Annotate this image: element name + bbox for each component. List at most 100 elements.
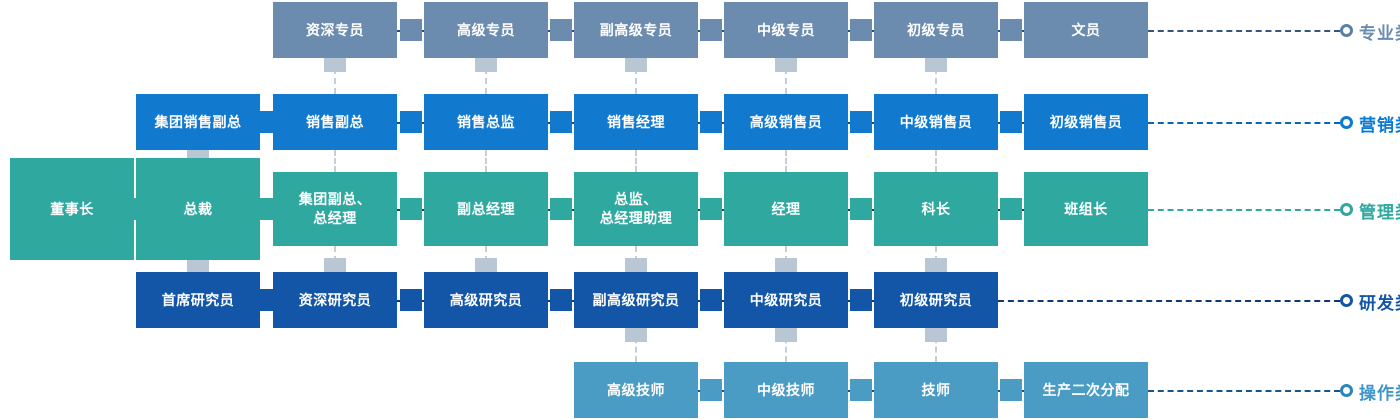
node-management-6[interactable]: 科长 <box>874 172 998 246</box>
link-square <box>1000 198 1022 220</box>
link-dash <box>397 122 400 124</box>
legend-connector-marketing <box>1148 122 1340 124</box>
link-square <box>550 19 572 41</box>
legend-dot-research <box>1340 293 1353 307</box>
node-professional-2[interactable]: 副高级专员 <box>574 2 698 58</box>
link-dash <box>397 300 400 302</box>
node-management-7[interactable]: 班组长 <box>1024 172 1148 246</box>
link-dash <box>848 30 850 32</box>
link-dash <box>421 122 424 124</box>
link-dash <box>572 300 574 302</box>
connector-cap <box>925 258 947 272</box>
link-square <box>255 289 278 311</box>
legend-connector-management <box>1148 209 1340 211</box>
link-square <box>1000 19 1022 41</box>
node-operation-2[interactable]: 技师 <box>874 362 998 418</box>
link-dash <box>1022 30 1024 32</box>
link-square <box>850 111 872 133</box>
legend-connector-research <box>998 300 1340 302</box>
legend-label-professional: 专业类 <box>1359 24 1400 43</box>
link-dash <box>1022 390 1024 392</box>
link-square <box>399 111 422 133</box>
link-dash <box>548 122 550 124</box>
node-management-1[interactable]: 总裁 <box>136 158 260 260</box>
node-operation-0[interactable]: 高级技师 <box>574 362 698 418</box>
link-square <box>850 289 872 311</box>
link-square <box>255 111 278 133</box>
node-marketing-5[interactable]: 中级销售员 <box>874 94 998 150</box>
node-management-4[interactable]: 总监、 总经理助理 <box>574 172 698 246</box>
connector-cap <box>475 258 497 272</box>
node-management-0[interactable]: 董事长 <box>10 158 134 260</box>
node-marketing-4[interactable]: 高级销售员 <box>724 94 848 150</box>
connector-cap <box>324 58 346 72</box>
connector-cap <box>775 258 797 272</box>
link-square <box>700 289 722 311</box>
lane-connector-vertical <box>635 328 637 362</box>
node-research-1[interactable]: 资深研究员 <box>273 272 397 328</box>
lane-connector-vertical <box>334 150 336 172</box>
legend-connector-professional <box>1148 30 1340 32</box>
node-research-3[interactable]: 副高级研究员 <box>574 272 698 328</box>
node-management-3[interactable]: 副总经理 <box>424 172 548 246</box>
node-marketing-3[interactable]: 销售经理 <box>574 94 698 150</box>
node-professional-5[interactable]: 文员 <box>1024 2 1148 58</box>
link-square <box>700 379 722 401</box>
link-square <box>399 198 422 220</box>
link-dash <box>872 30 874 32</box>
link-dash <box>548 30 550 32</box>
link-dash <box>548 300 550 302</box>
legend-label-operation: 操作类 <box>1359 384 1400 403</box>
lane-connector-vertical <box>785 58 787 94</box>
link-square <box>700 111 722 133</box>
legend-connector-operation <box>1148 390 1340 392</box>
link-square <box>700 198 722 220</box>
link-dash <box>1022 122 1024 124</box>
legend-label-research: 研发类 <box>1359 294 1400 313</box>
node-operation-1[interactable]: 中级技师 <box>724 362 848 418</box>
node-professional-1[interactable]: 高级专员 <box>424 2 548 58</box>
link-dash <box>722 300 724 302</box>
node-marketing-0[interactable]: 集团销售副总 <box>136 94 260 150</box>
legend-dot-marketing <box>1340 115 1353 129</box>
node-research-4[interactable]: 中级研究员 <box>724 272 848 328</box>
link-dash <box>1022 209 1024 211</box>
lane-connector-vertical <box>635 150 637 172</box>
node-professional-4[interactable]: 初级专员 <box>874 2 998 58</box>
node-marketing-1[interactable]: 销售副总 <box>273 94 397 150</box>
node-research-0[interactable]: 首席研究员 <box>136 272 260 328</box>
lane-connector-vertical <box>935 150 937 172</box>
link-square <box>399 289 422 311</box>
link-dash <box>698 122 700 124</box>
link-dash <box>397 209 400 211</box>
link-dash <box>872 390 874 392</box>
connector-cap <box>187 258 209 272</box>
connector-cap <box>775 328 797 342</box>
connector-cap <box>475 58 497 72</box>
link-square <box>850 19 872 41</box>
node-marketing-6[interactable]: 初级销售员 <box>1024 94 1148 150</box>
node-research-5[interactable]: 初级研究员 <box>874 272 998 328</box>
link-square <box>550 198 572 220</box>
link-dash <box>848 300 850 302</box>
connector-cap <box>925 328 947 342</box>
link-dash <box>421 300 424 302</box>
node-operation-3[interactable]: 生产二次分配 <box>1024 362 1148 418</box>
legend-label-management: 管理类 <box>1359 203 1400 222</box>
link-square <box>850 198 872 220</box>
node-professional-3[interactable]: 中级专员 <box>724 2 848 58</box>
link-square <box>1000 111 1022 133</box>
link-dash <box>872 122 874 124</box>
link-dash <box>572 30 574 32</box>
node-marketing-2[interactable]: 销售总监 <box>424 94 548 150</box>
node-research-2[interactable]: 高级研究员 <box>424 272 548 328</box>
link-dash <box>998 30 1000 32</box>
link-square <box>255 198 278 220</box>
node-management-5[interactable]: 经理 <box>724 172 848 246</box>
link-square <box>550 289 572 311</box>
link-dash <box>572 209 574 211</box>
legend-dot-management <box>1340 202 1353 216</box>
lane-connector-vertical <box>935 328 937 362</box>
node-management-2[interactable]: 集团副总、 总经理 <box>273 172 397 246</box>
node-professional-0[interactable]: 资深专员 <box>273 2 397 58</box>
